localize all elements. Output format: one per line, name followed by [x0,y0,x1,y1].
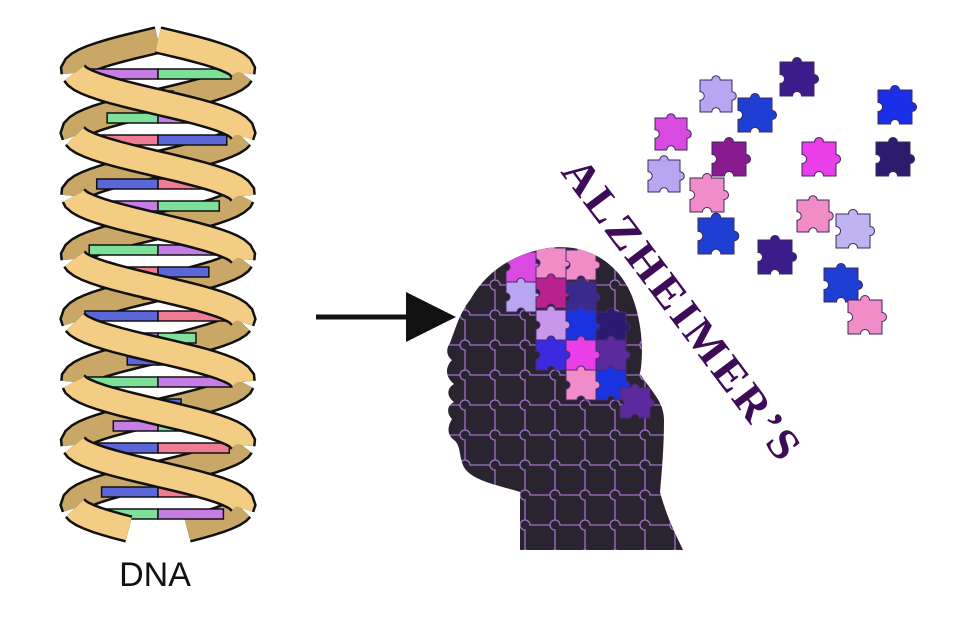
puzzle-piece-icon [697,212,740,255]
base-pair [88,244,159,256]
puzzle-piece-icon [619,383,655,419]
puzzle-piece-icon [877,84,918,125]
dna-label: DNA [119,556,191,594]
puzzle-piece-icon [535,247,571,279]
puzzle-piece-icon [565,335,601,371]
puzzle-piece-icon [699,75,737,113]
dna-strand-b-fill [66,314,254,386]
puzzle-piece-icon [535,335,571,371]
puzzle-piece-icon [737,92,778,133]
dna-strand-a-fill [155,28,254,76]
puzzle-piece-icon [847,294,888,335]
dna-strand-a-fill [65,252,255,326]
head-colored-pieces [505,247,655,419]
head-profile-icon [447,247,683,550]
puzzle-piece-icon [565,247,601,281]
puzzle-piece-icon [565,365,601,401]
dna-strand-b-fill [62,28,161,76]
dna-strand-b-fill [65,66,255,140]
base-pair [157,266,210,278]
puzzle-piece-icon [711,136,752,177]
puzzle-piece-icon [535,273,571,309]
puzzle-piece-icon [757,234,798,275]
puzzle-piece-icon [823,262,864,303]
dna-strand-a-fill [66,500,132,541]
dna-strand-b-fill [63,190,254,262]
puzzle-piece-icon [535,305,571,341]
floating-puzzle-pieces [647,56,918,335]
dna-helix-icon [59,26,257,543]
dna-strand-a-fill [66,128,254,200]
dna-front-strand [61,26,257,543]
base-pair [157,134,228,146]
puzzle-piece-icon [779,56,819,97]
dna-strand-b-fill [65,438,255,512]
base-pair [157,442,231,454]
puzzle-piece-icon [565,305,601,341]
puzzle-piece-icon [654,113,692,151]
puzzle-piece-icon [505,247,541,283]
puzzle-piece-icon [835,208,876,249]
puzzle-piece-icon [505,277,541,313]
puzzle-piece-icon [689,172,730,213]
base-pair [100,486,159,498]
base-pair [157,200,221,212]
base-pair [157,508,225,520]
puzzle-piece-icon [801,136,842,177]
base-pair [95,178,159,190]
puzzle-piece-icon [595,335,631,371]
puzzle-piece-icon [647,155,685,193]
puzzle-piece-icon [796,195,834,233]
puzzle-piece-icon [875,136,916,177]
dna-strand-a-fill [63,376,254,448]
